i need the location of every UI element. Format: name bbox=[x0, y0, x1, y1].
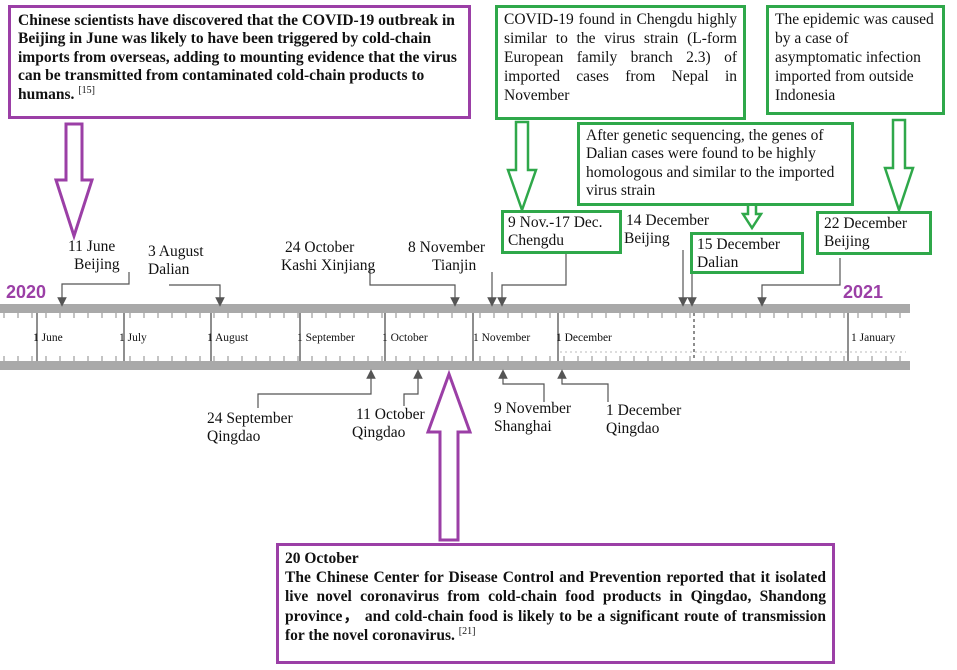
beijing-dec-note-arrow bbox=[883, 118, 915, 214]
month-label-october: 1 October bbox=[382, 332, 428, 344]
event-place: Beijing bbox=[74, 255, 120, 273]
event-place: Tianjin bbox=[432, 256, 477, 274]
note-dalian-sequencing: After genetic sequencing, the genes of D… bbox=[577, 122, 854, 206]
month-label-november: 1 November bbox=[473, 332, 531, 344]
event-dalian-august: 3 August Dalian bbox=[148, 243, 204, 279]
dalian-note-arrow bbox=[740, 202, 764, 231]
event-date: 8 November bbox=[408, 239, 486, 256]
event-place: Dalian bbox=[148, 260, 190, 278]
event-qingdao-september: 24 September Qingdao bbox=[207, 410, 293, 446]
month-label-september: 1 September bbox=[297, 332, 355, 344]
note-text: Chinese scientists have discovered that … bbox=[18, 12, 457, 104]
event-place: Dalian bbox=[697, 253, 739, 271]
event-date: 15 December bbox=[697, 236, 781, 253]
lower-connectors bbox=[257, 369, 609, 408]
reference-marker: [15] bbox=[78, 85, 95, 97]
green-arrows bbox=[506, 118, 915, 231]
event-place: Kashi Xinjiang bbox=[281, 256, 376, 274]
event-date: 3 August bbox=[148, 243, 204, 260]
event-beijing-dec22: 22 December Beijing bbox=[816, 211, 932, 255]
month-label-january: 1 January bbox=[851, 332, 896, 344]
event-place: Qingdao bbox=[352, 423, 406, 441]
event-date: 22 December bbox=[824, 215, 908, 232]
event-date: 14 December bbox=[626, 212, 710, 229]
event-date: 1 December bbox=[606, 402, 682, 419]
month-label-august: 1 August bbox=[207, 332, 249, 344]
note-text: The Chinese Center for Disease Control a… bbox=[285, 569, 826, 645]
event-date: 11 October bbox=[356, 406, 425, 423]
event-date: 9 November bbox=[494, 400, 572, 417]
event-beijing-june: 11 June Beijing bbox=[68, 238, 120, 274]
event-date: 11 June bbox=[68, 238, 116, 255]
month-dividers bbox=[36, 313, 906, 361]
event-chengdu: 9 Nov.-17 Dec. Chengdu bbox=[501, 210, 622, 254]
event-dalian-dec15: 15 December Dalian bbox=[690, 232, 804, 274]
month-label-december: 1 December bbox=[556, 332, 612, 344]
event-shanghai-november: 9 November Shanghai bbox=[494, 400, 571, 436]
purple-arrows bbox=[53, 122, 473, 542]
event-place: Beijing bbox=[624, 229, 670, 247]
event-date: 24 September bbox=[207, 410, 293, 427]
note-beijing-source: Chinese scientists have discovered that … bbox=[8, 5, 471, 119]
note-qingdao-cdc: 20 October The Chinese Center for Diseas… bbox=[276, 543, 835, 664]
event-date: 9 Nov.-17 Dec. bbox=[508, 214, 603, 231]
timeline-bar bbox=[0, 304, 910, 370]
event-place: Beijing bbox=[824, 232, 870, 250]
beijing-note-arrow bbox=[53, 122, 95, 241]
event-place: Qingdao bbox=[606, 419, 660, 437]
timeline-ticks bbox=[3, 313, 901, 361]
event-place: Shanghai bbox=[494, 417, 552, 435]
upper-connectors bbox=[57, 250, 841, 307]
event-date: 24 October bbox=[285, 239, 355, 256]
event-place: Qingdao bbox=[207, 427, 261, 445]
event-tianjin-november: 8 November Tianjin bbox=[408, 239, 485, 275]
event-qingdao-october: 11 October Qingdao bbox=[352, 406, 425, 442]
year-start-label: 2020 bbox=[6, 282, 47, 302]
qingdao-cdc-arrow bbox=[425, 369, 473, 542]
event-qingdao-december: 1 December Qingdao bbox=[606, 402, 681, 438]
chengdu-note-arrow bbox=[506, 120, 538, 214]
event-place: Chengdu bbox=[508, 231, 564, 249]
reference-marker: [21] bbox=[458, 625, 476, 637]
month-label-july: 1 July bbox=[119, 332, 147, 344]
year-end-label: 2021 bbox=[843, 282, 884, 302]
note-chengdu-strain: COVID-19 found in Chengdu highly similar… bbox=[495, 5, 746, 120]
month-label-june: 1 June bbox=[33, 332, 63, 344]
event-beijing-dec14: 14 December Beijing bbox=[624, 212, 709, 248]
event-kashi-october: 24 October Kashi Xinjiang bbox=[281, 239, 375, 275]
note-beijing-indonesia: The epidemic was caused by a case of asy… bbox=[766, 5, 945, 115]
note-date: 20 October bbox=[285, 550, 359, 567]
